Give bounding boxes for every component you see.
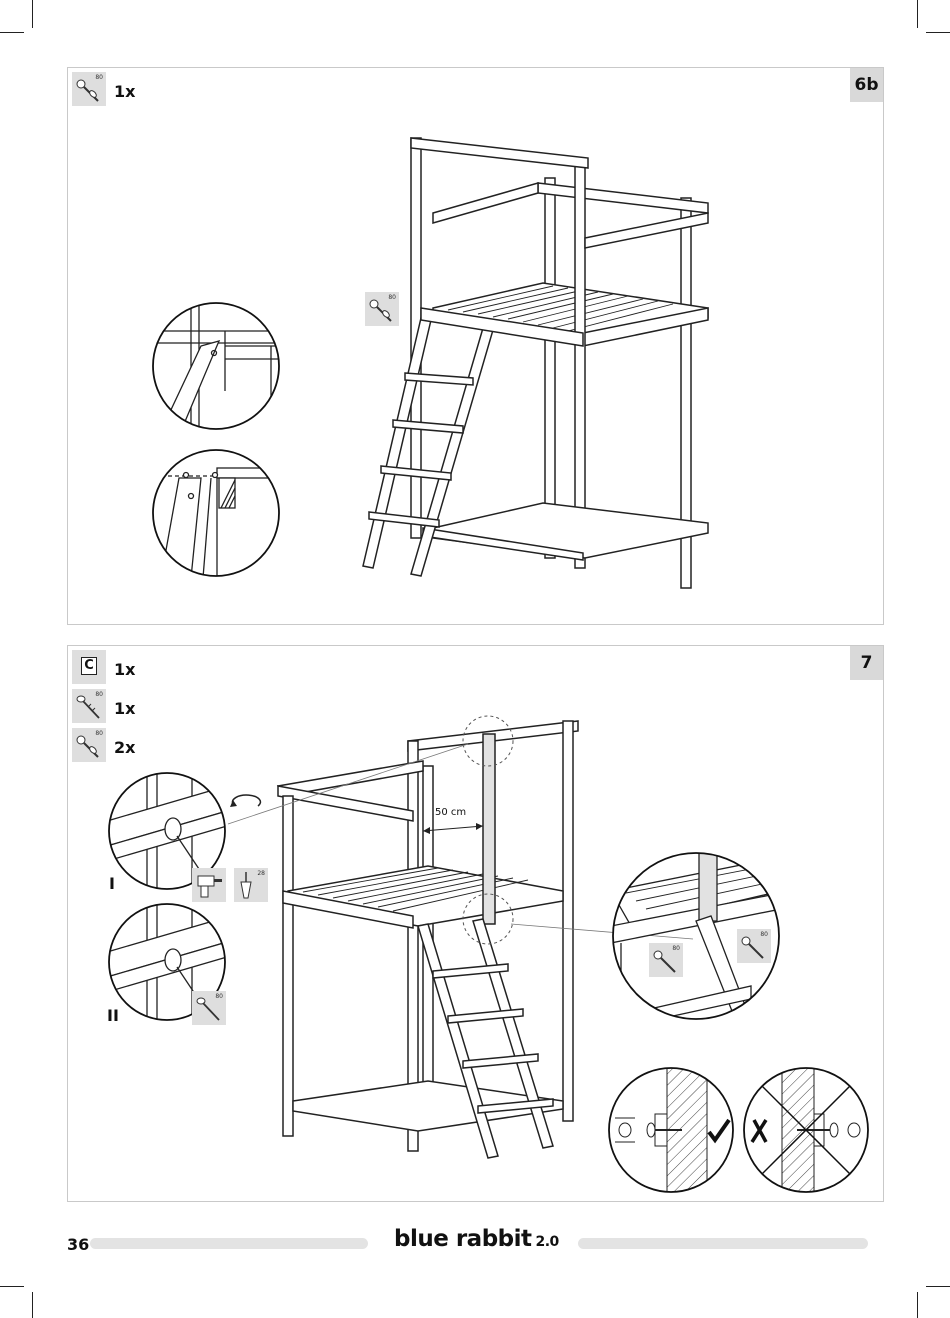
screw-icon: 80	[72, 689, 106, 723]
measurement-label: 50 cm	[435, 807, 467, 818]
step-number-badge: 7	[850, 646, 883, 680]
crop-mark-tl-h	[0, 32, 24, 33]
bolt-icon: 80	[649, 943, 683, 977]
crop-mark-bl-h	[0, 1286, 24, 1287]
bolt-icon: 80	[737, 929, 771, 963]
step-7-panel: 7 C 1x 80 1x 80 2x	[67, 645, 884, 1202]
footer-bar-right	[578, 1238, 868, 1249]
step-6b-panel: 6b 80 1x	[67, 67, 884, 625]
detail-circle-screw	[108, 903, 226, 1021]
bolt-icon: 80	[365, 292, 399, 326]
crop-mark-tr-v	[917, 0, 918, 28]
part-quantity: 1x	[114, 660, 136, 679]
part-quantity: 2x	[114, 738, 136, 757]
rotate-arrow-icon	[230, 794, 262, 807]
footer-bar-left	[90, 1238, 368, 1249]
part-quantity: 1x	[114, 699, 136, 718]
detail-circle-drill	[108, 772, 226, 890]
crop-mark-bl-v	[32, 1292, 33, 1318]
step-number-badge: 6b	[850, 68, 883, 102]
drill-bit-icon: 28	[234, 868, 268, 902]
drill-icon	[192, 868, 226, 902]
part-quantity: 1x	[114, 82, 136, 101]
detail-circle-bottom	[152, 449, 280, 577]
crop-mark-tr-h	[926, 32, 950, 33]
screw-icon: 80	[192, 991, 226, 1025]
tower-with-handrail-drawing	[227, 715, 694, 1159]
crop-mark-br-v	[917, 1292, 918, 1318]
detail-circle-top	[152, 302, 280, 430]
correct-orientation-circle	[608, 1067, 734, 1193]
detail-circle-bolts	[612, 852, 780, 1020]
bolt-icon: 80	[72, 72, 106, 106]
page-number: 36	[67, 1235, 90, 1254]
detail-label-i: I	[109, 874, 115, 893]
crop-mark-br-h	[926, 1286, 950, 1287]
bolt-icon: 80	[72, 728, 106, 762]
crop-mark-tl-v	[32, 0, 33, 28]
tower-with-ladder-drawing	[362, 137, 709, 589]
detail-label-ii: II	[107, 1006, 119, 1025]
part-c-icon: C	[72, 650, 106, 684]
incorrect-orientation-circle	[743, 1067, 869, 1193]
